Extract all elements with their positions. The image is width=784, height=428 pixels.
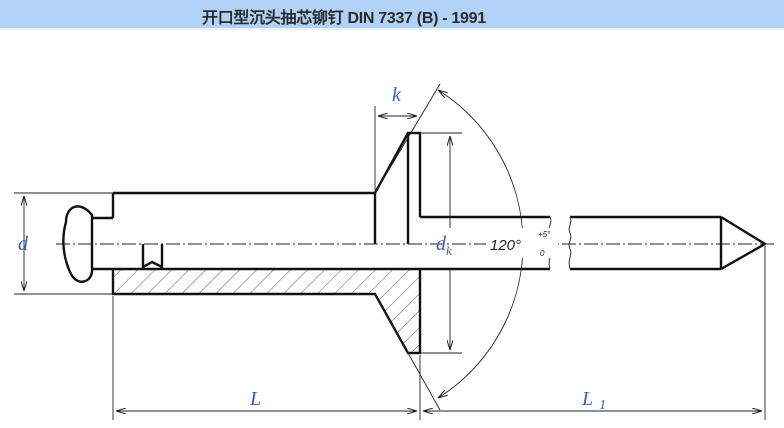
angle-tol-lower: 0: [540, 249, 545, 258]
section-hatch: [113, 269, 420, 353]
angle-tol-upper: +5°: [538, 230, 551, 239]
label-k: k: [392, 84, 402, 106]
dimension-lines: [14, 83, 766, 420]
mandrel-head: [62, 205, 94, 283]
page-title: 开口型沉头抽芯铆钉 DIN 7337 (B) - 1991: [202, 10, 486, 27]
label-L: L: [249, 388, 261, 410]
label-dk: dk: [436, 233, 452, 258]
label-d: d: [18, 233, 29, 255]
label-angle: 120°: [490, 237, 521, 254]
rivet-body: [111, 131, 422, 355]
title-bar: 开口型沉头抽芯铆钉 DIN 7337 (B) - 1991: [0, 0, 784, 30]
